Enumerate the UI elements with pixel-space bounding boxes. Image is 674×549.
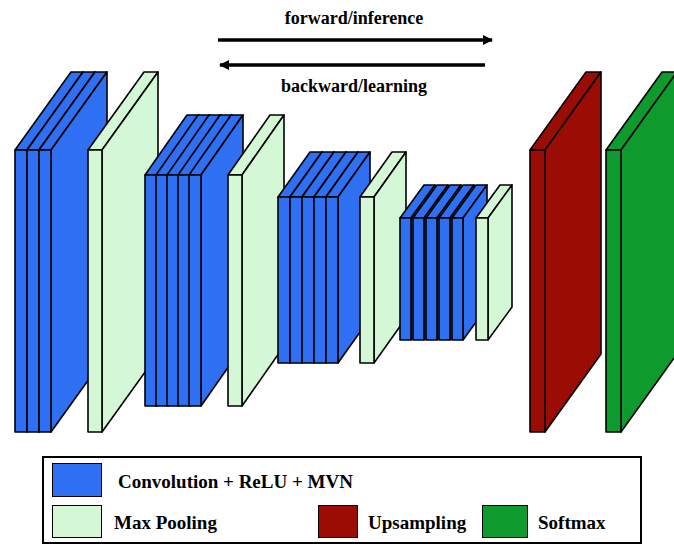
layer-stack (15, 72, 674, 432)
layer-face (189, 175, 201, 406)
legend-text: Softmax (538, 513, 606, 532)
legend-swatch (482, 505, 528, 538)
legend-text: Max Pooling (114, 513, 217, 532)
legend-swatch (52, 463, 102, 497)
layer-face (360, 197, 374, 363)
layer-face (290, 197, 302, 363)
layer-face (314, 197, 326, 363)
layer-face (326, 197, 338, 363)
layer-face (400, 218, 411, 340)
layer-face (88, 150, 102, 432)
layer-face (545, 72, 601, 432)
layer-face (452, 218, 463, 340)
legend-text: Upsampling (368, 513, 466, 532)
layer-face (15, 150, 27, 432)
layer-face (302, 197, 314, 363)
legend-swatch (318, 505, 358, 538)
layer-face (278, 197, 290, 363)
layer-face (530, 150, 545, 432)
layer-face (621, 72, 674, 432)
layer-face (201, 115, 243, 406)
layer-face (39, 150, 51, 432)
layer-face (439, 218, 450, 340)
direction-label: forward/inference (285, 9, 424, 27)
direction-label: backward/learning (281, 77, 427, 95)
layer-face (228, 175, 242, 406)
layer-face (27, 150, 39, 432)
legend-swatch (52, 505, 102, 538)
layer-face (426, 218, 437, 340)
backward-arrow (220, 63, 485, 67)
layer-face (51, 72, 107, 432)
layer-face (102, 72, 158, 432)
layer-face (413, 218, 424, 340)
layer-face (476, 218, 488, 340)
layer-face (606, 150, 621, 432)
legend-text: Convolution + ReLU + MVN (118, 472, 353, 491)
forward-arrow (218, 38, 492, 42)
layer-face (488, 185, 512, 340)
